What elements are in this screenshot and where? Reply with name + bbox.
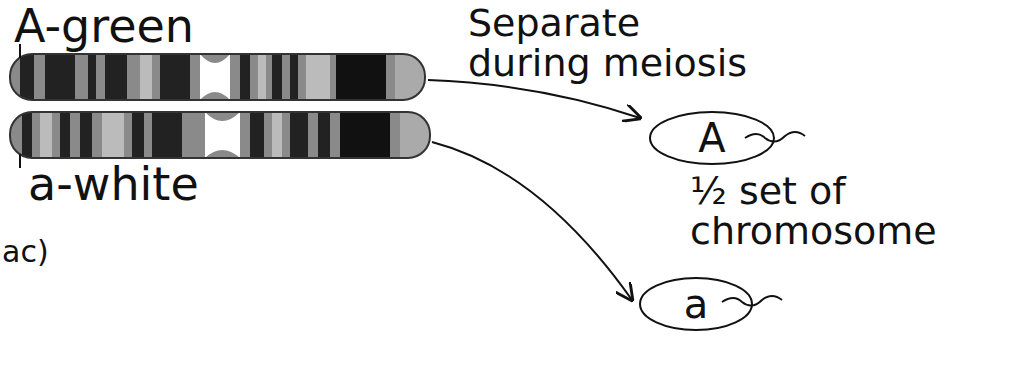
gamete-circle: A (648, 110, 776, 166)
allele-letter: a (684, 281, 709, 327)
gene-label: a-white (28, 160, 199, 208)
gamete-note: ½ set of chromosome (690, 172, 1010, 252)
process-note: Separate during meiosis (468, 4, 768, 84)
gamete-circle: a (638, 276, 754, 332)
chromosome (10, 112, 430, 158)
cell-tail (745, 132, 805, 142)
leader-arrow (428, 80, 640, 118)
allele-letter: A (698, 115, 725, 161)
fragment-label: ac) (2, 236, 49, 268)
chromosome (10, 54, 425, 100)
leader-arrow (432, 142, 632, 300)
gene-label: A-green (14, 2, 194, 50)
